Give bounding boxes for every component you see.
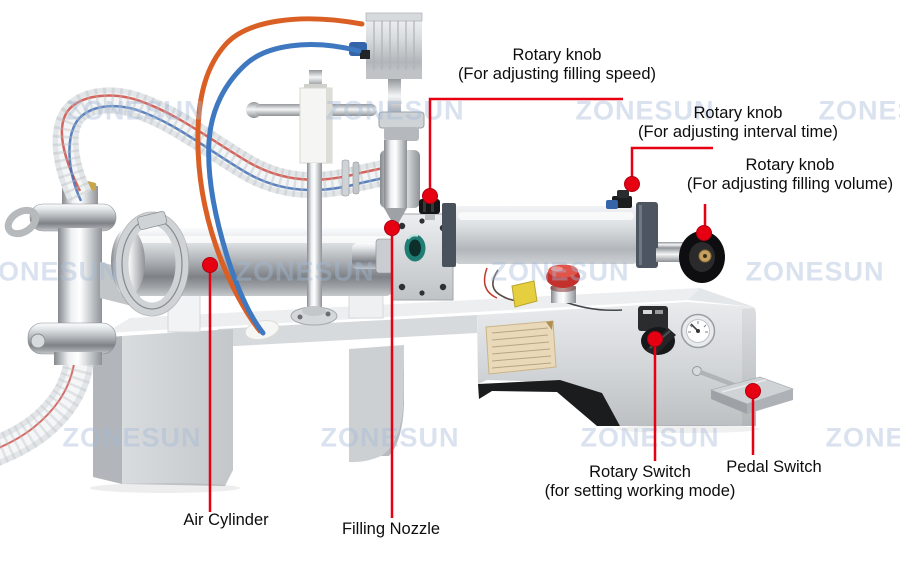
label-subtitle: (For adjusting interval time) (638, 123, 838, 141)
label-rotary-switch: Rotary Switch (for setting working mode) (475, 463, 805, 501)
annotation-dot-pedal-switch (745, 383, 761, 399)
clamp-bolt (137, 211, 167, 230)
annotation-line-filling-speed (428, 97, 623, 196)
label-air-cylinder: Air Cylinder (136, 511, 316, 530)
support-column (307, 163, 322, 313)
arch-shadow (478, 380, 620, 426)
annotation-dot-rotary-switch (647, 331, 663, 347)
machine-left-leg (122, 329, 233, 486)
interval-adjust-knob (606, 190, 632, 209)
vertical-pipe (58, 228, 102, 332)
label-title: Filling Nozzle (341, 520, 441, 538)
wire-red (483, 267, 498, 299)
emergency-stop (483, 264, 623, 312)
label-title: Rotary knob (745, 156, 835, 174)
annotation-dot-filling-volume (696, 225, 712, 241)
nozzle-shaft (384, 140, 407, 208)
label-title: Rotary knob (512, 46, 602, 64)
label-title: Air Cylinder (183, 511, 269, 529)
intake-hose-upper (52, 87, 391, 202)
pneumatic-cylinder (454, 206, 638, 264)
label-title: Rotary Switch (589, 463, 691, 481)
label-pedal-switch: Pedal Switch (689, 458, 859, 477)
pneumatic-cylinder-group (419, 190, 725, 283)
intake-pipe-assembly (0, 87, 420, 466)
label-subtitle: (For adjusting filling speed) (457, 65, 657, 83)
volume-adjust-knob (656, 231, 725, 283)
pressure-gauge (680, 313, 716, 349)
annotation-dot-filling-speed (422, 188, 438, 204)
label-filling-nozzle: Filling Nozzle (296, 520, 486, 539)
speed-adjust-knob (419, 199, 440, 220)
air-tubes (195, 16, 365, 340)
label-interval-time-knob: Rotary knob (For adjusting interval time… (573, 104, 900, 142)
annotation-dot-filling-nozzle (384, 220, 400, 236)
label-title: Pedal Switch (726, 458, 822, 476)
annotation-dot-air-cylinder (202, 257, 218, 273)
tube-blue (206, 42, 362, 336)
machine-body (90, 288, 760, 493)
label-filling-volume-knob: Rotary knob (For adjusting filling volum… (625, 156, 900, 194)
product-cylinder-group (111, 211, 394, 333)
product-cylinder (130, 228, 392, 296)
support-frame (246, 70, 377, 326)
tube-orange (195, 16, 365, 334)
intake-hose-lower (0, 359, 94, 466)
label-title: Rotary knob (693, 104, 783, 122)
clamp-handle (4, 206, 40, 238)
label-filling-speed-knob: Rotary knob (For adjusting filling speed… (392, 46, 722, 84)
spec-plate (485, 320, 557, 375)
label-subtitle: (For adjusting filling volume) (686, 175, 894, 193)
annotation-dot-interval-time (624, 176, 640, 192)
annotation-line-interval-time (630, 146, 713, 184)
yellow-tag (511, 280, 538, 308)
label-subtitle: (for setting working mode) (544, 482, 736, 500)
piston-rod (388, 79, 401, 117)
vertical-drive-cylinder (349, 12, 425, 230)
machine-middle-foot (349, 345, 404, 463)
